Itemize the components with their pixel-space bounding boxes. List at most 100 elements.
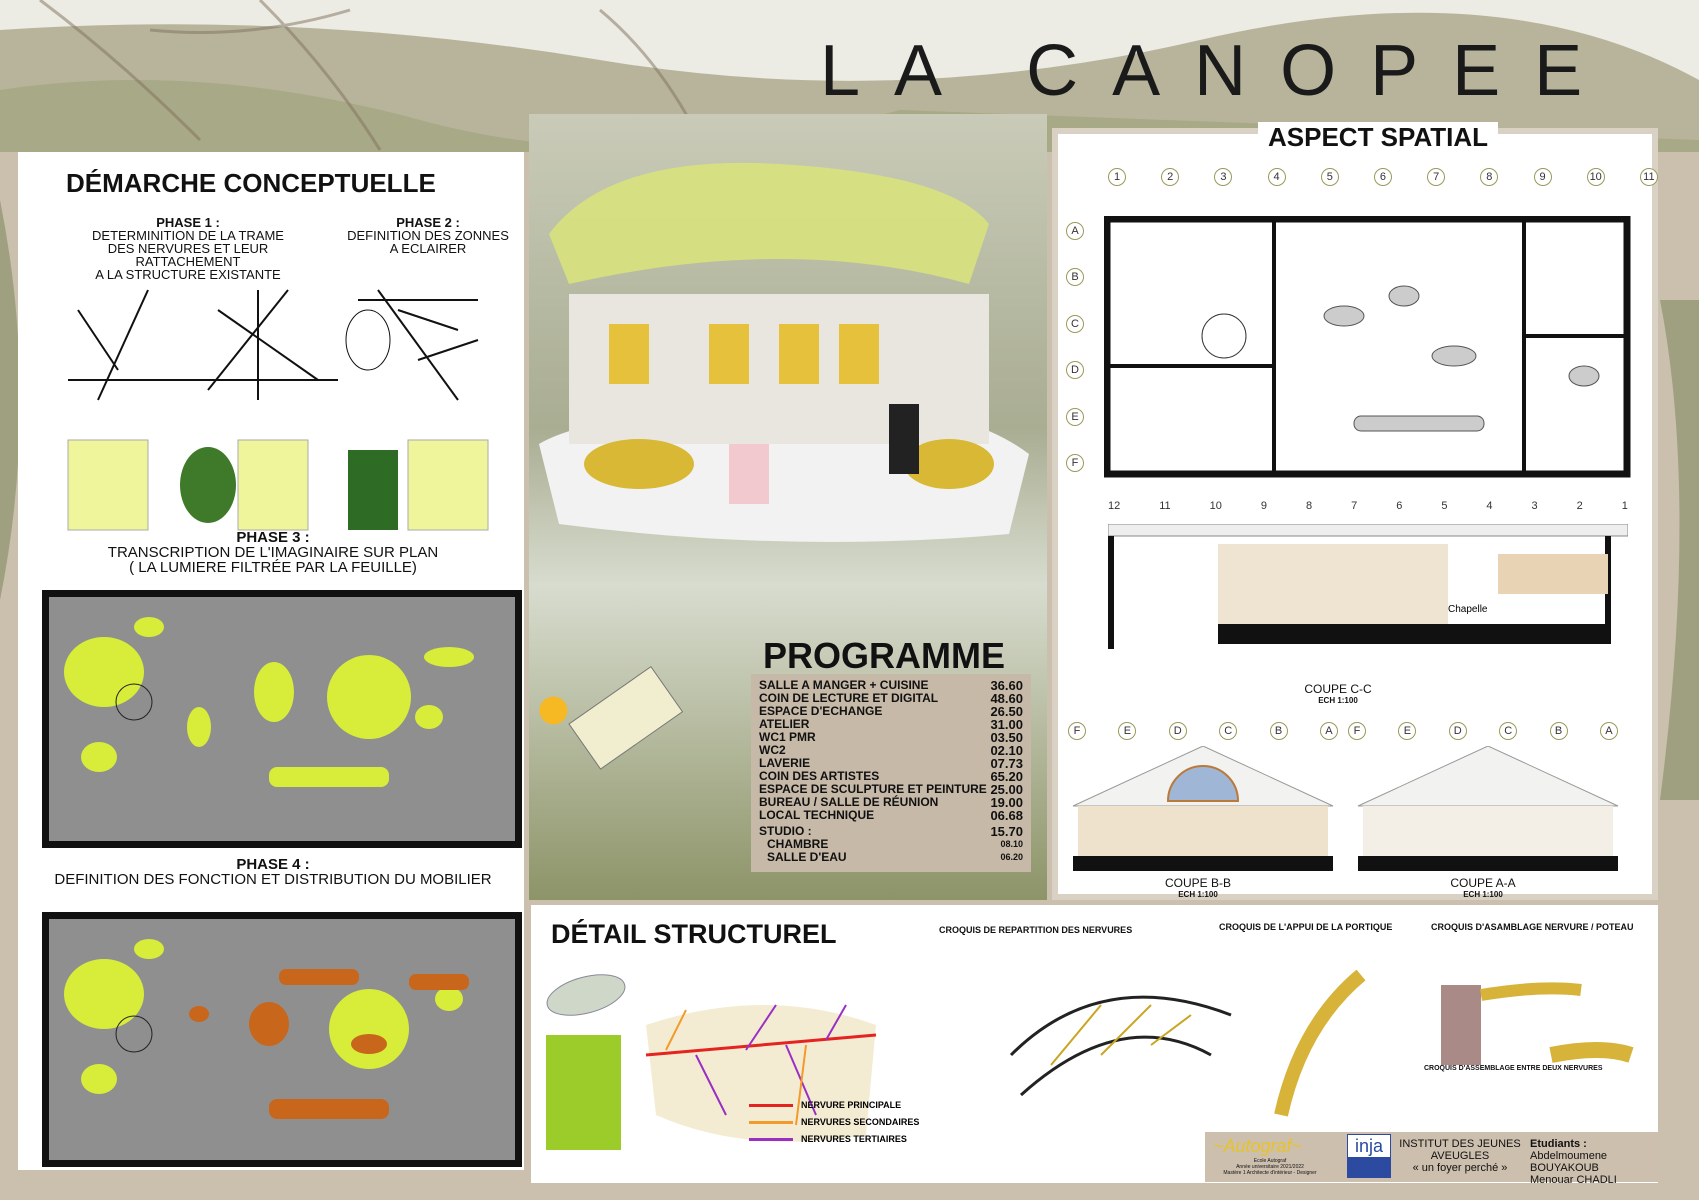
programme-row: ESPACE D'ECHANGE 26.50 [759, 704, 1023, 719]
programme-heading: PROGRAMME [763, 635, 1005, 676]
programme-room: STUDIO : [759, 824, 812, 838]
phase-sketches [67, 289, 489, 531]
legend-item: NERVURES SECONDAIRES [749, 1117, 919, 1127]
axis-bubble: D [1066, 361, 1084, 380]
programme-room: SALLE D'EAU [767, 850, 847, 864]
axis-bubble: 11 [1639, 168, 1658, 186]
phase-3-line: ( LA LUMIERE FILTRÉE PAR LA FEUILLE) [129, 559, 417, 576]
programme-row: LAVERIE 07.73 [759, 756, 1023, 771]
legend-swatch [749, 1103, 793, 1107]
phase-4-caption: PHASE 4 : DEFINITION DES FONCTION ET DIS… [38, 857, 508, 887]
student-name: Abdelmoumene BOUYAKOUB [1530, 1150, 1608, 1174]
floor-plan [1104, 216, 1631, 478]
axis-bubble: A [1319, 722, 1338, 740]
coupe-cc-drawing [1108, 524, 1628, 649]
coupe-cc-title: COUPE C-C [1304, 682, 1372, 696]
coupe-bb-title: COUPE B-B [1164, 876, 1231, 890]
project-line: AVEUGLES [1430, 1150, 1490, 1162]
programme-area: 65.20 [990, 769, 1023, 784]
structural-sketches [1009, 969, 1634, 1117]
axis-label: 1 [1621, 500, 1628, 512]
coupe-scale: ECH 1:100 [1463, 890, 1503, 899]
axis-label: 12 [1108, 500, 1121, 512]
detail-structurel-panel: DÉTAIL STRUCTUREL NERVURE PRINCIPALE NER… [531, 905, 1658, 1183]
sketch-title: CROQUIS D'ASAMBLAGE NERVURE / POTEAU [1431, 922, 1634, 932]
programme-room: SALLE A MANGER + CUISINE [759, 678, 929, 692]
legend-swatch [749, 1120, 793, 1124]
programme-room: ESPACE DE SCULPTURE ET PEINTURE [759, 782, 987, 796]
inja-logo: inja [1347, 1134, 1391, 1178]
programme-area: 36.60 [990, 678, 1023, 693]
programme-room: LOCAL TECHNIQUE [759, 808, 875, 822]
axis-label: 2 [1576, 500, 1583, 512]
phase-1-caption: PHASE 1 : DETERMINITION DE LA TRAME DES … [58, 216, 318, 281]
vein-legend: NERVURE PRINCIPALE NERVURES SECONDAIRES … [749, 1100, 919, 1151]
axis-bubble: 3 [1214, 168, 1233, 186]
sketch-title: CROQUIS DE REPARTITION DES NERVURES [939, 925, 1133, 935]
programme-room: LAVERIE [759, 756, 811, 770]
students: Etudiants : Abdelmoumene BOUYAKOUB Menou… [1530, 1138, 1660, 1186]
programme-area: 07.73 [990, 756, 1023, 771]
project-line: INSTITUT DES JEUNES [1399, 1138, 1521, 1150]
legend-label: NERVURES TERTIAIRES [801, 1134, 907, 1144]
programme-room: WC2 [759, 743, 786, 757]
phase-4-furniture-plan [42, 912, 522, 1167]
axis-bubble: E [1066, 407, 1084, 426]
axis-bubble: 5 [1320, 168, 1339, 186]
axis-bubble: B [1066, 268, 1084, 287]
legend-label: NERVURE PRINCIPALE [801, 1100, 902, 1110]
leaf-vein-diagram [546, 974, 877, 1150]
programme-area: 26.50 [990, 704, 1023, 719]
axis-bubble: 7 [1427, 168, 1446, 186]
phase-2-line: A ECLAIRER [389, 241, 467, 256]
axis-bubble: 1 [1108, 168, 1126, 186]
phase-1-line: DES NERVURES ET LEUR RATTACHEMENT [107, 241, 269, 269]
axis-bubble: 4 [1267, 168, 1286, 186]
programme-room: CHAMBRE [767, 837, 829, 851]
phase-1-line: A LA STRUCTURE EXISTANTE [95, 267, 281, 282]
student-name: Menouar CHADLI [1530, 1174, 1617, 1186]
programme-room: ESPACE D'ECHANGE [759, 704, 883, 718]
programme-area: 02.10 [990, 743, 1023, 758]
axis-bubble: B [1549, 722, 1568, 740]
axis-bubble: 8 [1480, 168, 1499, 186]
phase-2-caption: PHASE 2 : DEFINITION DES ZONNES A ECLAIR… [343, 216, 513, 255]
programme-room: ATELIER [759, 717, 810, 731]
phase-3-line: TRANSCRIPTION DE L'IMAGINAIRE SUR PLAN [107, 544, 439, 561]
programme-area: 25.00 [990, 782, 1023, 797]
demarche-conceptuelle-panel: DÉMARCHE CONCEPTUELLE PHASE 1 : DETERMIN… [18, 152, 524, 1170]
axis-bubble: C [1066, 314, 1084, 333]
phase-2-label: PHASE 2 : [396, 215, 460, 230]
phase-1-label: PHASE 1 : [156, 215, 220, 230]
programme-row: STUDIO :15.70 [759, 824, 1023, 839]
programme-area: 06.68 [990, 808, 1023, 823]
axis-bubble: F [1348, 722, 1366, 740]
axis-bubble: A [1599, 722, 1618, 740]
axis-label: 7 [1351, 500, 1358, 512]
axis-bubble: F [1066, 453, 1084, 472]
axis-label: 4 [1486, 500, 1493, 512]
phase-1-line: DETERMINITION DE LA TRAME [92, 228, 284, 243]
school-line: Mastère 1 Architecte d'intérieur - Desig… [1223, 1170, 1317, 1176]
coupe-bb-aa-drawings [1072, 746, 1619, 871]
phase-3-label: PHASE 3 : [236, 529, 310, 546]
axis-label: 11 [1159, 500, 1171, 512]
programme-area: 19.00 [990, 795, 1023, 810]
axis-label: 10 [1209, 500, 1222, 512]
axis-bubble: E [1118, 722, 1137, 740]
school-line: Ecole Autograf [1253, 1158, 1287, 1164]
axis-bubble: E [1398, 722, 1417, 740]
